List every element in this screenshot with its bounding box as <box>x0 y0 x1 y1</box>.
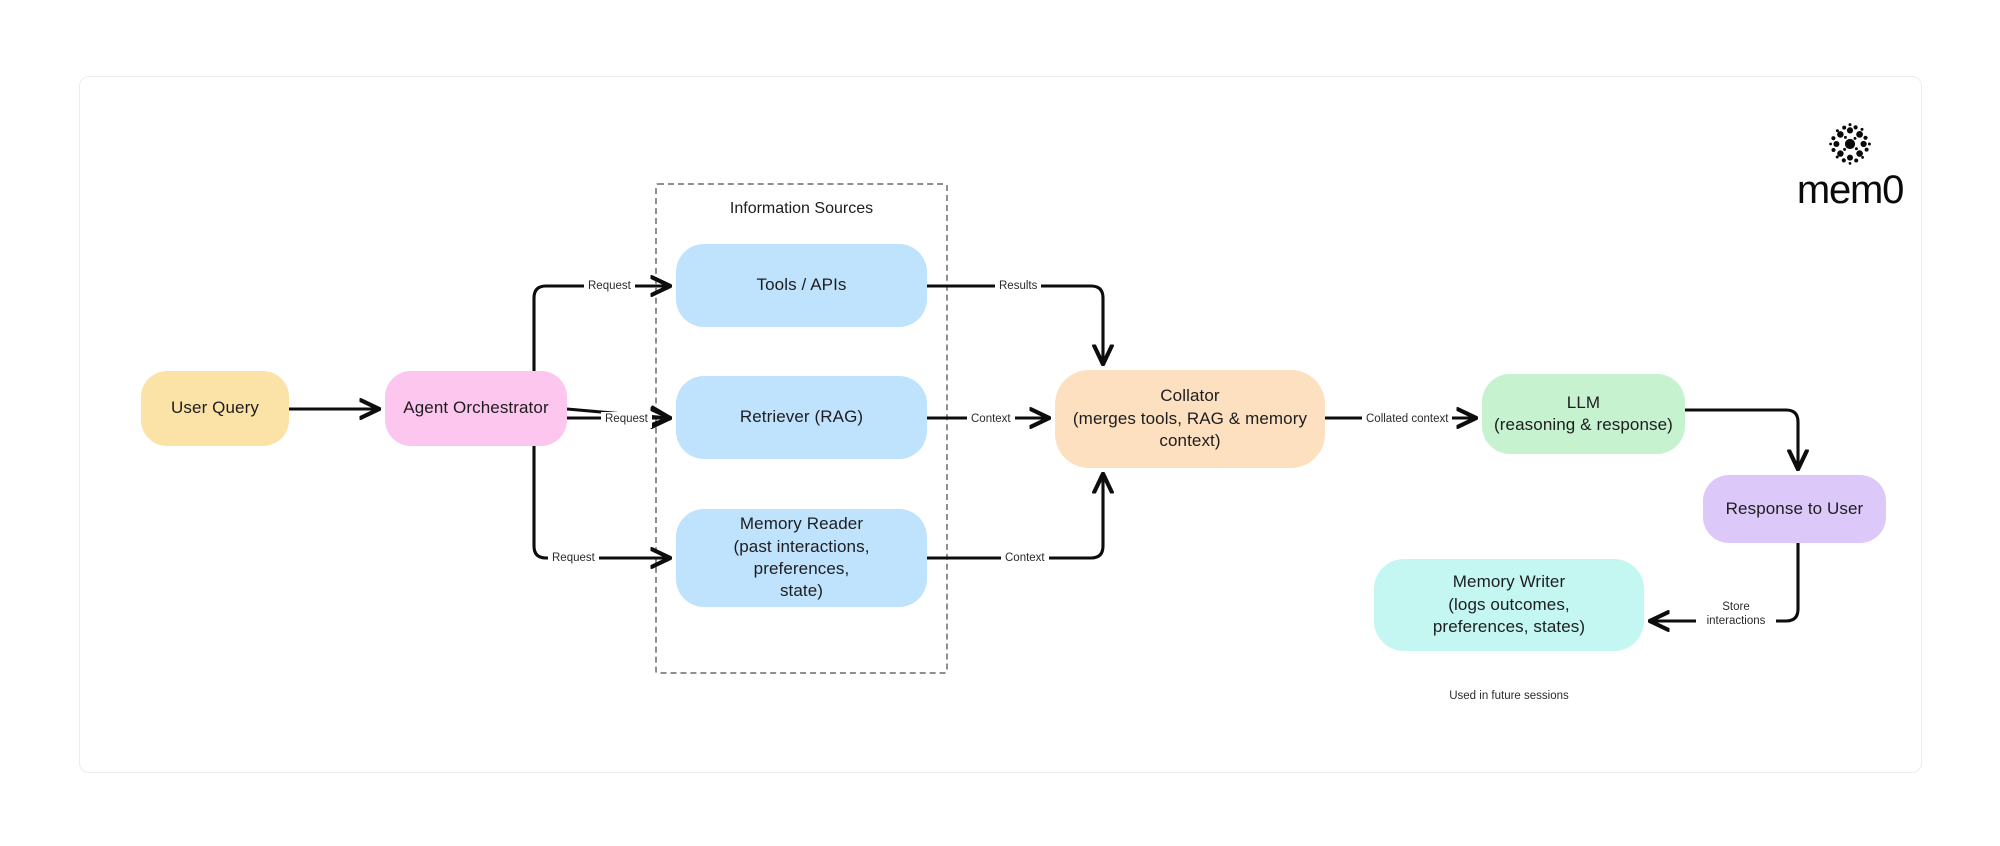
node-memory-writer-line2: (logs outcomes, <box>1448 594 1570 614</box>
node-retriever-rag-label: Retriever (RAG) <box>739 407 864 427</box>
edge-label-request-tools: Request <box>584 279 635 295</box>
node-memory-reader-line3: state) <box>779 581 824 601</box>
node-collator-line2: (merges tools, RAG & memory <box>1072 408 1308 428</box>
node-memory-reader[interactable]: Memory Reader (past interactions, prefer… <box>676 509 927 607</box>
mem0-logo: mem0 <box>1790 118 1910 212</box>
node-memory-reader-line2: (past interactions, preferences, <box>733 536 870 578</box>
edge-label-context-memory: Context <box>1001 551 1049 567</box>
node-response-to-user-label: Response to User <box>1725 498 1864 518</box>
node-memory-reader-line1: Memory Reader <box>739 514 864 534</box>
node-user-query[interactable]: User Query <box>141 371 289 446</box>
mem0-wordmark: mem0 <box>1796 168 1905 212</box>
node-collator-line3: context) <box>1159 431 1221 451</box>
node-user-query-label: User Query <box>171 398 259 418</box>
information-sources-title: Information Sources <box>729 200 874 217</box>
node-memory-writer-line3: preferences, states) <box>1432 617 1586 637</box>
node-tools-apis[interactable]: Tools / APIs <box>676 244 927 327</box>
edge-label-store-interactions: Store interactions <box>1696 600 1776 630</box>
node-tools-apis-label: Tools / APIs <box>756 275 847 295</box>
mem0-dot-burst-icon <box>1829 123 1871 165</box>
node-agent-orchestrator-label: Agent Orchestrator <box>403 398 549 418</box>
node-memory-writer-line1: Memory Writer <box>1452 572 1566 592</box>
edge-label-context-retriever: Context <box>967 412 1015 428</box>
node-agent-orchestrator[interactable]: Agent Orchestrator <box>385 371 567 446</box>
node-llm[interactable]: LLM (reasoning & response) <box>1482 374 1685 454</box>
node-llm-line1: LLM <box>1566 392 1601 412</box>
node-memory-writer[interactable]: Memory Writer (logs outcomes, preference… <box>1374 559 1644 651</box>
edge-label-collated-context: Collated context <box>1362 412 1453 428</box>
node-response-to-user[interactable]: Response to User <box>1703 475 1886 543</box>
node-llm-line2: (reasoning & response) <box>1494 415 1673 434</box>
node-collator[interactable]: Collator (merges tools, RAG & memory con… <box>1055 370 1325 468</box>
future-sessions-caption: Used in future sessions <box>1449 690 1569 702</box>
edge-label-results: Results <box>995 279 1042 295</box>
edge-label-request-memory: Request <box>548 551 599 567</box>
node-retriever-rag[interactable]: Retriever (RAG) <box>676 376 927 459</box>
node-collator-line1: Collator <box>1160 386 1220 406</box>
edge-label-request-retriever: Request <box>601 412 652 428</box>
